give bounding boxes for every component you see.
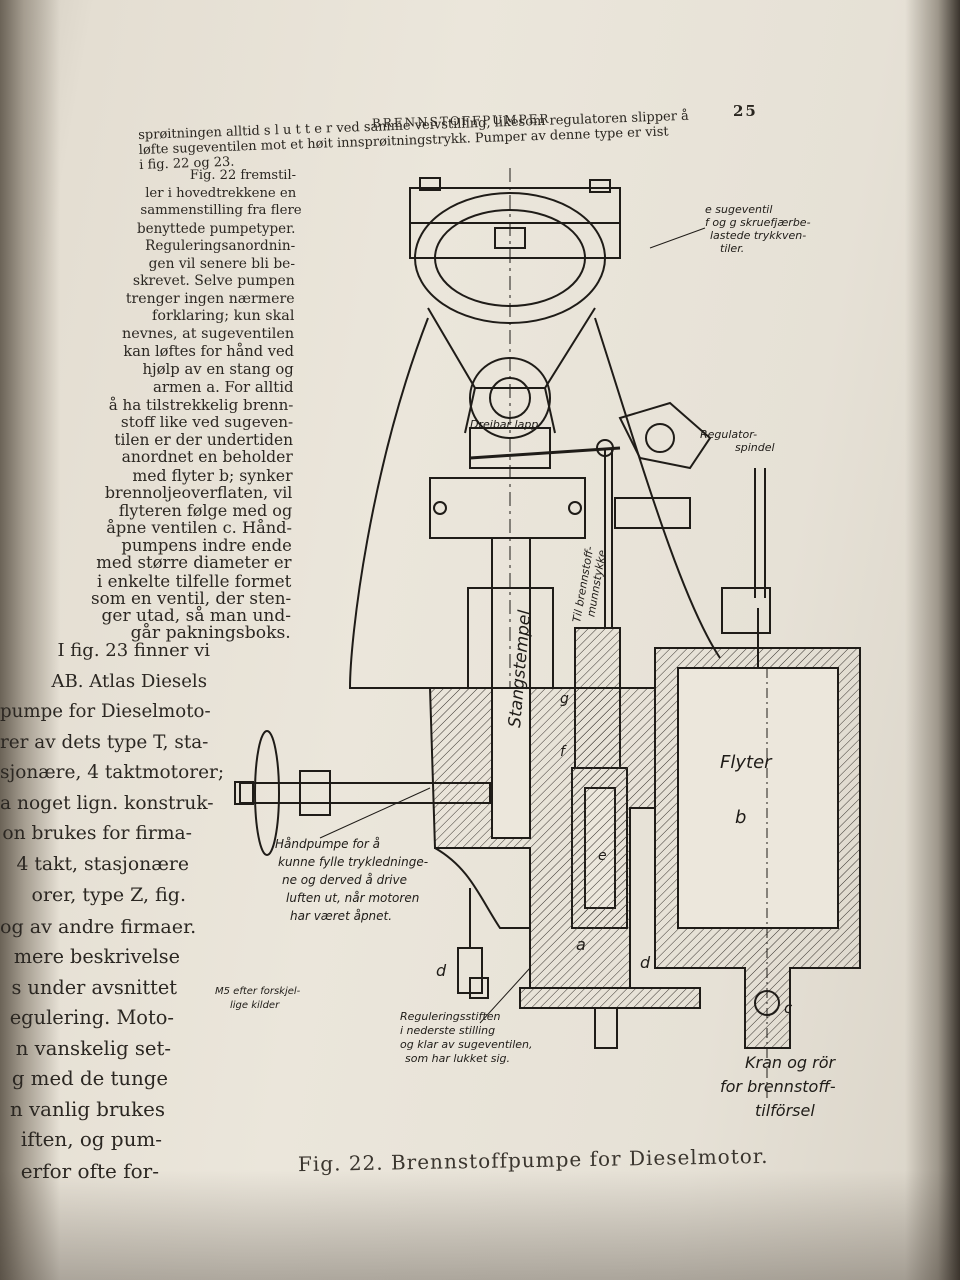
left-column-line: åpne ventilen c. Hånd- bbox=[106, 518, 292, 537]
left-column-line: ger utad, så man und- bbox=[101, 605, 291, 626]
left-column-line: nevnes, at sugeventilen bbox=[121, 325, 295, 342]
left-column-line: og av andre firmaer. bbox=[0, 914, 197, 938]
label-til-brennstoff: Til brennstoff- munnstykke bbox=[570, 542, 610, 626]
label-sugeventil: e sugeventil f og g skruefjærbe- lastede… bbox=[705, 203, 814, 255]
left-column-line: brennoljeoverflaten, vil bbox=[104, 483, 293, 502]
left-column-line: n vanskelig set- bbox=[15, 1036, 171, 1060]
left-column-line: pumpe for Dieselmoto- bbox=[0, 701, 211, 722]
label-d-left: d bbox=[436, 961, 447, 980]
left-column-line: tilen er der undertiden bbox=[114, 430, 293, 449]
label-reguleringsstiften: Reguleringsstiften i nederste stilling o… bbox=[400, 1010, 536, 1065]
left-column-line: med større diameter er bbox=[96, 553, 292, 572]
left-column-line: går pakningsboks. bbox=[130, 623, 291, 643]
left-column-line: som en ventil, der sten- bbox=[90, 588, 292, 608]
left-column-line: armen a. For alltid bbox=[152, 378, 294, 396]
left-column-line: egulering. Moto- bbox=[9, 1006, 174, 1029]
label-kran: Kran og rör for brennstoff- tilförsel bbox=[720, 1053, 841, 1120]
label-handpumpe: Håndpumpe for å kunne fylle trykledninge… bbox=[275, 837, 432, 923]
left-column-line: sammenstilling fra flere bbox=[140, 203, 302, 218]
left-column-line: sjonære, 4 taktmotorer; bbox=[0, 762, 225, 783]
left-column-line: 4 takt, stasjonære bbox=[16, 853, 189, 875]
label-f: f bbox=[560, 744, 567, 760]
left-column-line: flyteren følge med og bbox=[118, 500, 293, 520]
page-number: 25 bbox=[733, 102, 758, 120]
crosshead bbox=[429, 477, 586, 539]
left-column-line: rer av dets type T, sta- bbox=[0, 731, 209, 753]
left-column-line: n vanlig brukes bbox=[9, 1097, 165, 1121]
left-column-line: benyttede pumpetyper. bbox=[136, 220, 296, 237]
label-regulatorspindel: Regulator- spindel bbox=[700, 428, 775, 454]
book-gutter bbox=[0, 0, 60, 1280]
hand-pump-shaft bbox=[239, 782, 491, 804]
left-column-line: skrevet. Selve pumpen bbox=[132, 273, 295, 289]
left-column-line: kan løftes for hånd ved bbox=[123, 343, 294, 360]
intro-paragraph: sprøitningen alltid s l u t t e r ved sa… bbox=[138, 106, 769, 173]
hand-wheel bbox=[254, 730, 280, 856]
label-e: e bbox=[598, 848, 607, 864]
left-column-line: mere beskrivelse bbox=[13, 945, 180, 968]
left-column-line: pumpens indre ende bbox=[121, 535, 292, 555]
left-column-line: ler i hovedtrekkene en bbox=[145, 185, 297, 201]
eye-bearing bbox=[469, 357, 551, 439]
left-column-line: I fig. 23 finner vi bbox=[57, 640, 210, 661]
left-column-line: iften, og pum- bbox=[20, 1128, 162, 1151]
label-a: a bbox=[576, 935, 586, 954]
left-column-line: on brukes for firma- bbox=[2, 823, 192, 844]
left-column-line: orer, type Z, fig. bbox=[31, 884, 186, 906]
bottom-shadow bbox=[0, 1170, 960, 1280]
left-column-line: s under avsnittet bbox=[11, 975, 177, 999]
label-flyter: Flyter bbox=[720, 752, 773, 773]
left-column-line: stoff like ved sugeven- bbox=[120, 413, 294, 431]
left-column-line: trenger ingen nærmere bbox=[125, 290, 295, 307]
left-column-line: med flyter b; synker bbox=[132, 465, 293, 485]
label-c: c bbox=[784, 999, 793, 1017]
left-column-line: hjølp av en stang og bbox=[142, 360, 294, 378]
label-b: b bbox=[735, 807, 746, 828]
label-m5: M5 efter forskjel- lige kilder bbox=[215, 986, 303, 1011]
left-column-line: AB. Atlas Diesels bbox=[51, 670, 207, 692]
left-column-line: anordnet en beholder bbox=[121, 448, 293, 466]
left-column-line: Reguleringsanordnin- bbox=[145, 238, 296, 254]
left-column-line: a noget lign. konstruk- bbox=[0, 792, 214, 814]
label-d-right: d bbox=[640, 953, 651, 972]
left-column-line: Fig. 22 fremstil- bbox=[189, 168, 296, 183]
pump-body bbox=[428, 687, 656, 989]
left-column-line: g med de tunge bbox=[11, 1067, 168, 1090]
label-dreibar-lapp: Dreibar lapp bbox=[470, 418, 538, 431]
left-column-line: å ha tilstrekkelig brenn- bbox=[108, 395, 294, 414]
page-edge bbox=[905, 0, 960, 1280]
left-column-line: forklaring; kun skal bbox=[152, 308, 295, 324]
float bbox=[677, 667, 839, 929]
label-g: g bbox=[560, 691, 569, 707]
left-column-line: i enkelte tilfelle formet bbox=[97, 570, 292, 591]
left-column-line: gen vil senere bli be- bbox=[148, 255, 295, 272]
pump-drawing: e sugeventil f og g skruefjærbe- lastede… bbox=[215, 168, 861, 1120]
